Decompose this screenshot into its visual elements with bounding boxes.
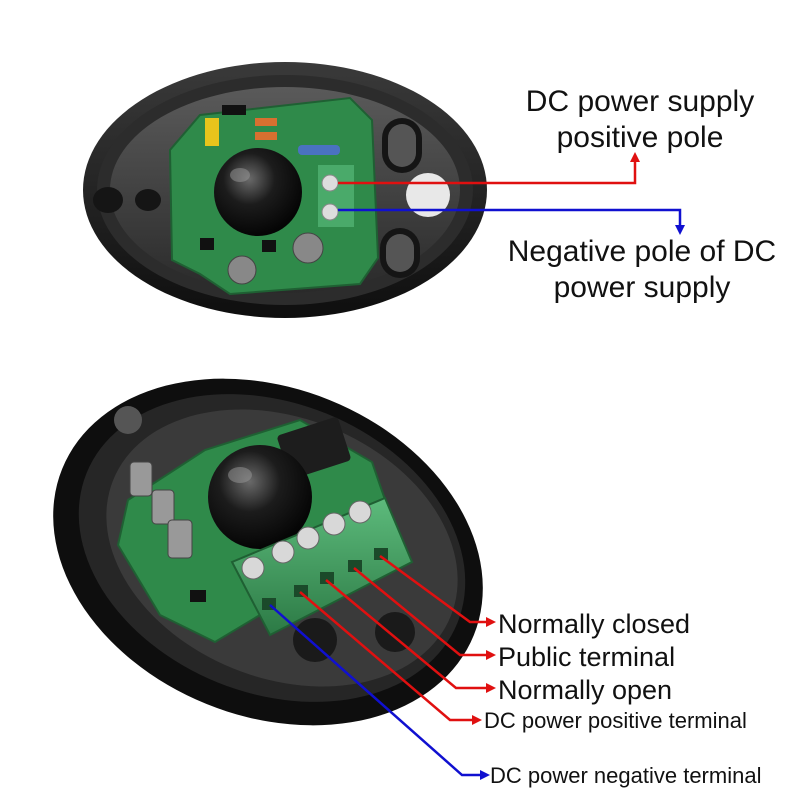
public-terminal-label: Public terminal bbox=[498, 642, 676, 672]
dc-positive-terminal-label: DC power positive terminal bbox=[484, 708, 747, 733]
negative-pole-label-line1: Negative pole of DC bbox=[507, 235, 777, 268]
top-infrared-dome bbox=[214, 148, 302, 236]
positive-pole-label-line1: DC power supply bbox=[525, 85, 755, 118]
positive-pole-label: DC power supply positive pole bbox=[520, 84, 760, 156]
dc-positive-callout-line bbox=[299, 591, 482, 725]
positive-pole-callout-line bbox=[338, 152, 640, 185]
terminal-block bbox=[230, 496, 414, 637]
dc-negative-callout-line bbox=[269, 604, 490, 780]
public-terminal-callout-line bbox=[353, 567, 496, 660]
normally-open-label: Normally open bbox=[498, 675, 673, 705]
normally-closed-callout-line bbox=[379, 554, 496, 627]
positive-pole-label-line2: positive pole bbox=[556, 121, 724, 154]
normally-open-callout-line bbox=[325, 579, 496, 693]
normally-closed-label: Normally closed bbox=[498, 609, 691, 639]
bottom-infrared-dome bbox=[208, 445, 312, 549]
negative-pole-label-line2: power supply bbox=[553, 271, 731, 304]
negative-pole-label: Negative pole of DC power supply bbox=[502, 234, 782, 306]
negative-pole-callout-line bbox=[338, 208, 685, 235]
dc-negative-terminal-label: DC power negative terminal bbox=[490, 763, 762, 788]
